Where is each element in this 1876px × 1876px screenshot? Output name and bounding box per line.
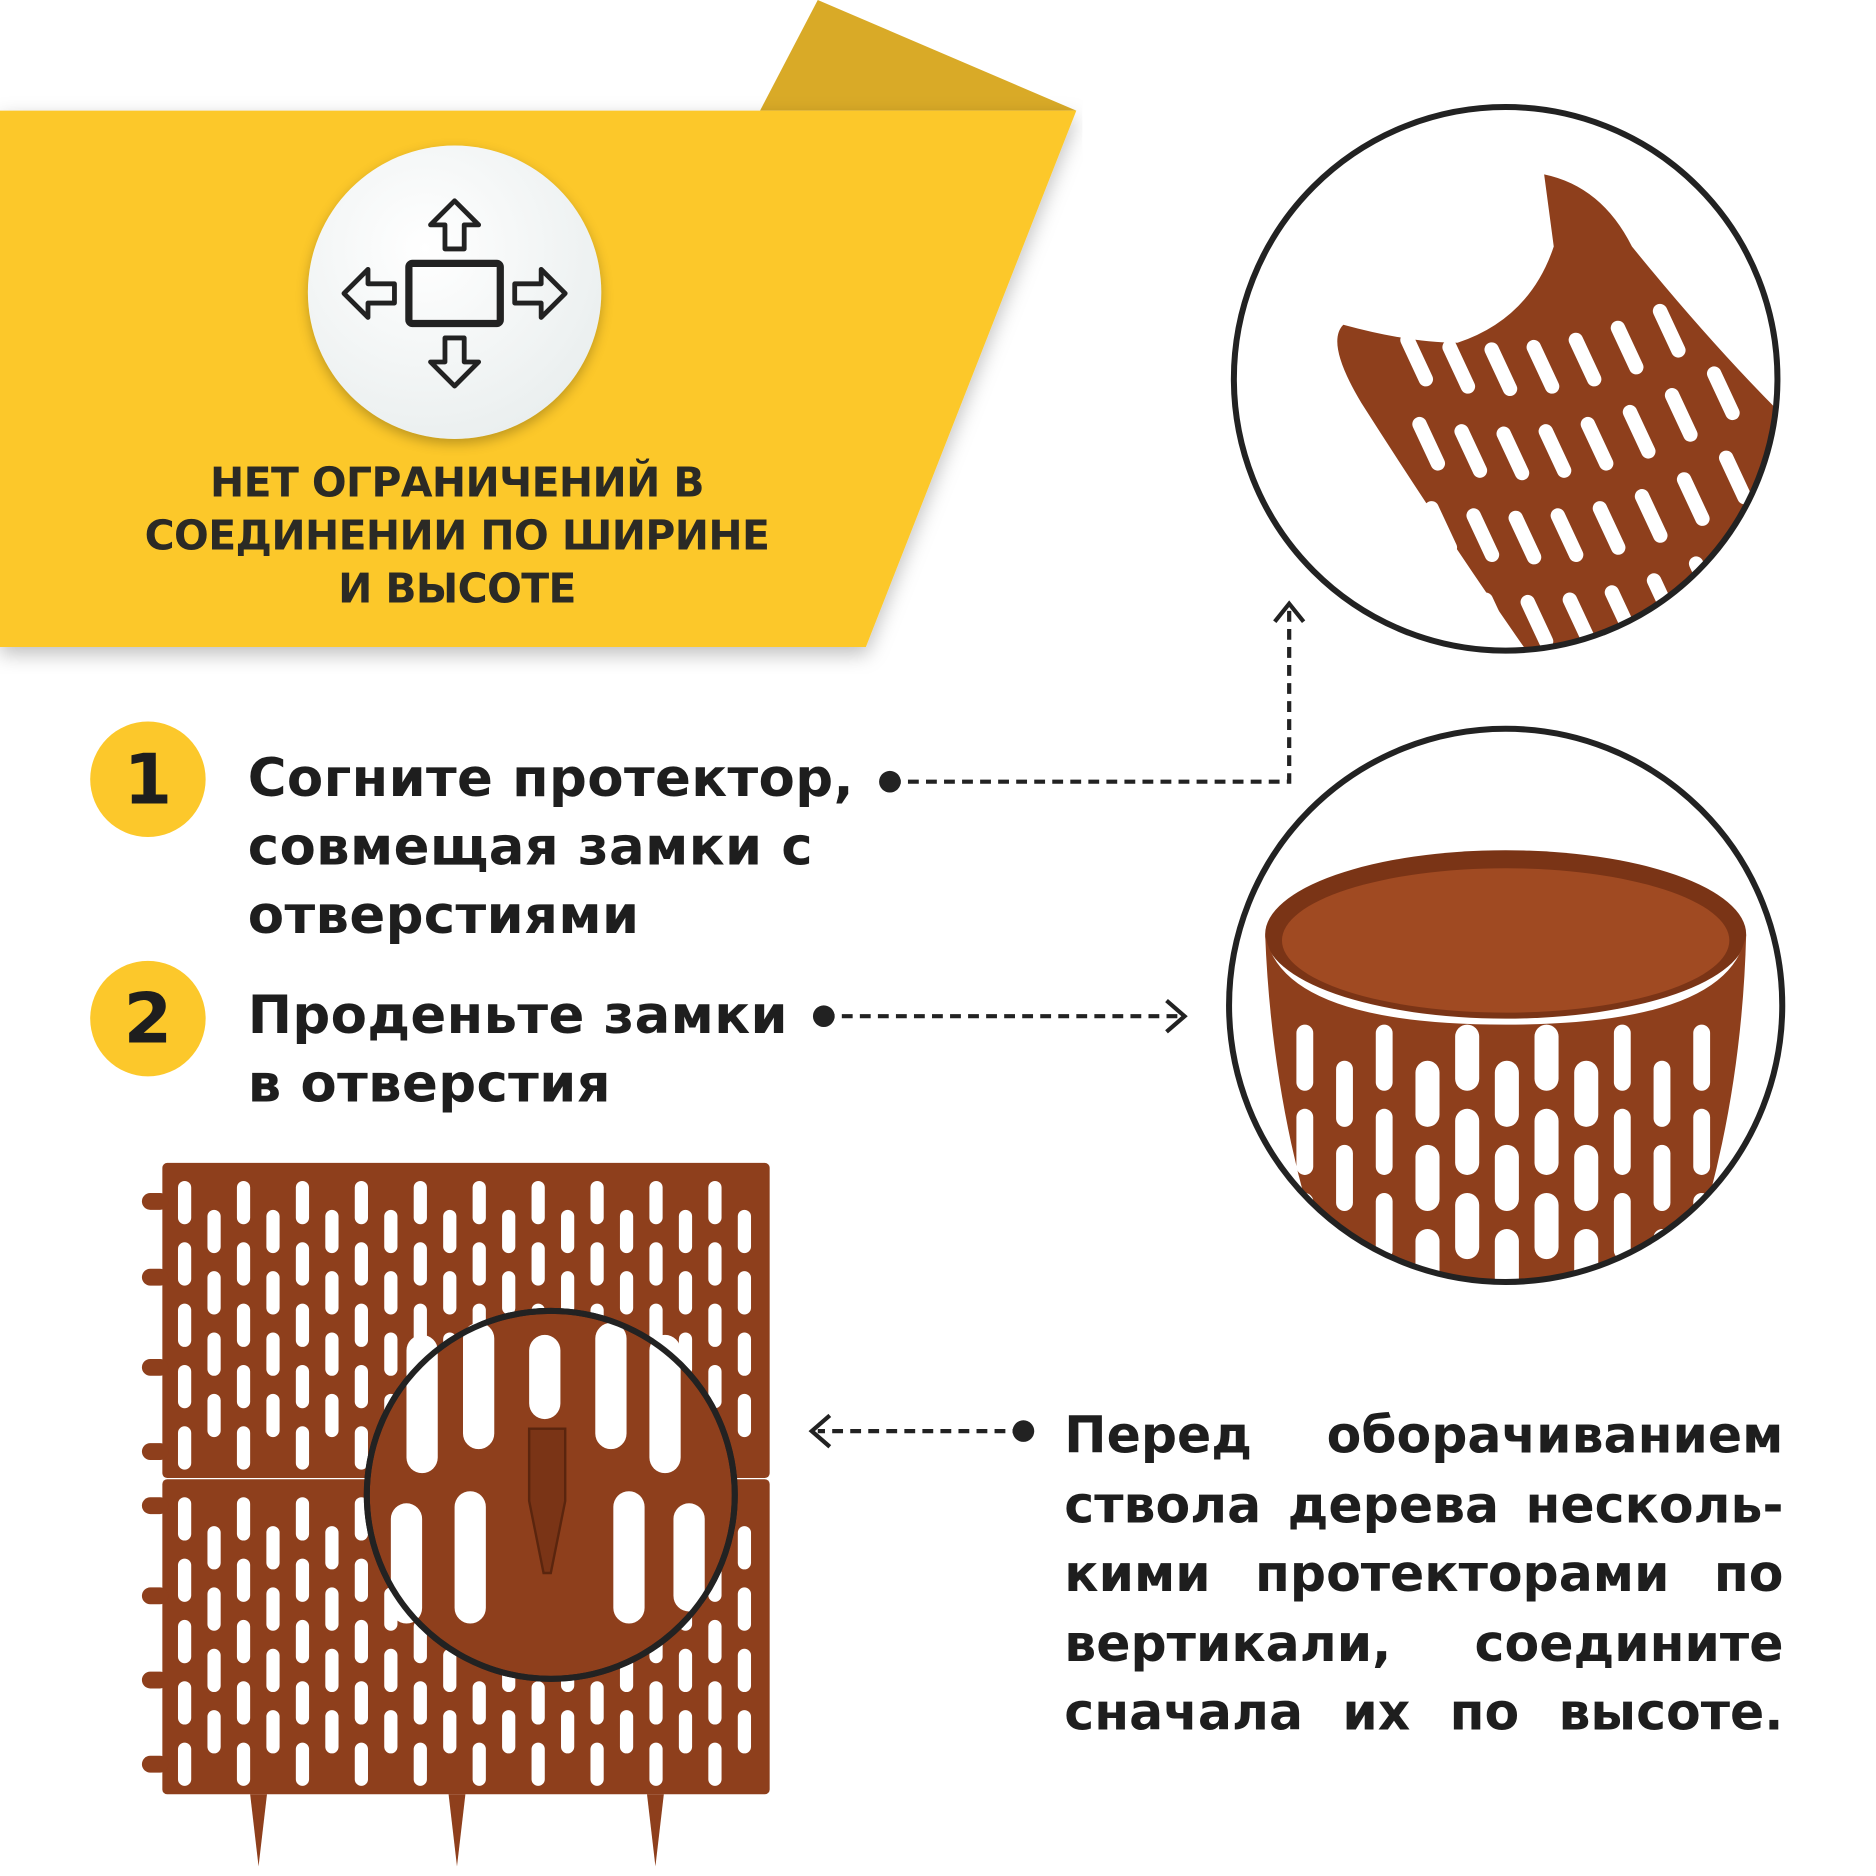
arrow-left-icon <box>808 1413 832 1449</box>
step-line: отверстиями <box>247 885 640 947</box>
flat-protector-panels <box>141 1162 770 1867</box>
connector-1 <box>889 607 1292 784</box>
arrow-right-icon <box>1165 998 1188 1034</box>
step-2-badge: 2 <box>90 960 206 1077</box>
banner-text: НЕТ ОГРАНИЧЕНИЙ В СОЕДИНЕНИИ ПО ШИРИНЕ И… <box>72 457 842 616</box>
step-2-text: Проденьте замки в отверстия <box>248 981 788 1118</box>
step-line: совмещая замки с <box>247 816 813 878</box>
move-icon-badge <box>307 145 602 439</box>
step-line: Проденьте замки <box>247 984 788 1047</box>
banner-line: И ВЫСОТЕ <box>338 565 576 614</box>
bent-protector-photo <box>1230 104 1781 654</box>
arrow-up-icon <box>1273 600 1306 624</box>
step-line: Согните протектор, <box>247 748 854 810</box>
banner-line: СОЕДИНЕНИИ ПО ШИРИНЕ <box>144 512 770 561</box>
step-line: в отверстия <box>247 1053 611 1115</box>
move-arrows-icon <box>341 198 568 389</box>
note-line: вертикали, соедините <box>1064 1613 1784 1673</box>
step-1-badge: 1 <box>90 721 206 838</box>
instruction-note: Перед оборачиванием ствола дерева нескол… <box>1064 1401 1783 1747</box>
note-line: ствола дерева несколь- <box>1064 1474 1784 1534</box>
assembled-ring-photo <box>1226 725 1786 1285</box>
step-1-text: Согните протектор, совмещая замки с отве… <box>248 744 854 950</box>
note-line: Перед оборачиванием <box>1064 1405 1784 1465</box>
banner-line: НЕТ ОГРАНИЧЕНИЙ В <box>210 459 705 508</box>
note-line: кими протекторами по <box>1064 1544 1784 1604</box>
note-line: сначала их по высоте. <box>1064 1682 1784 1742</box>
